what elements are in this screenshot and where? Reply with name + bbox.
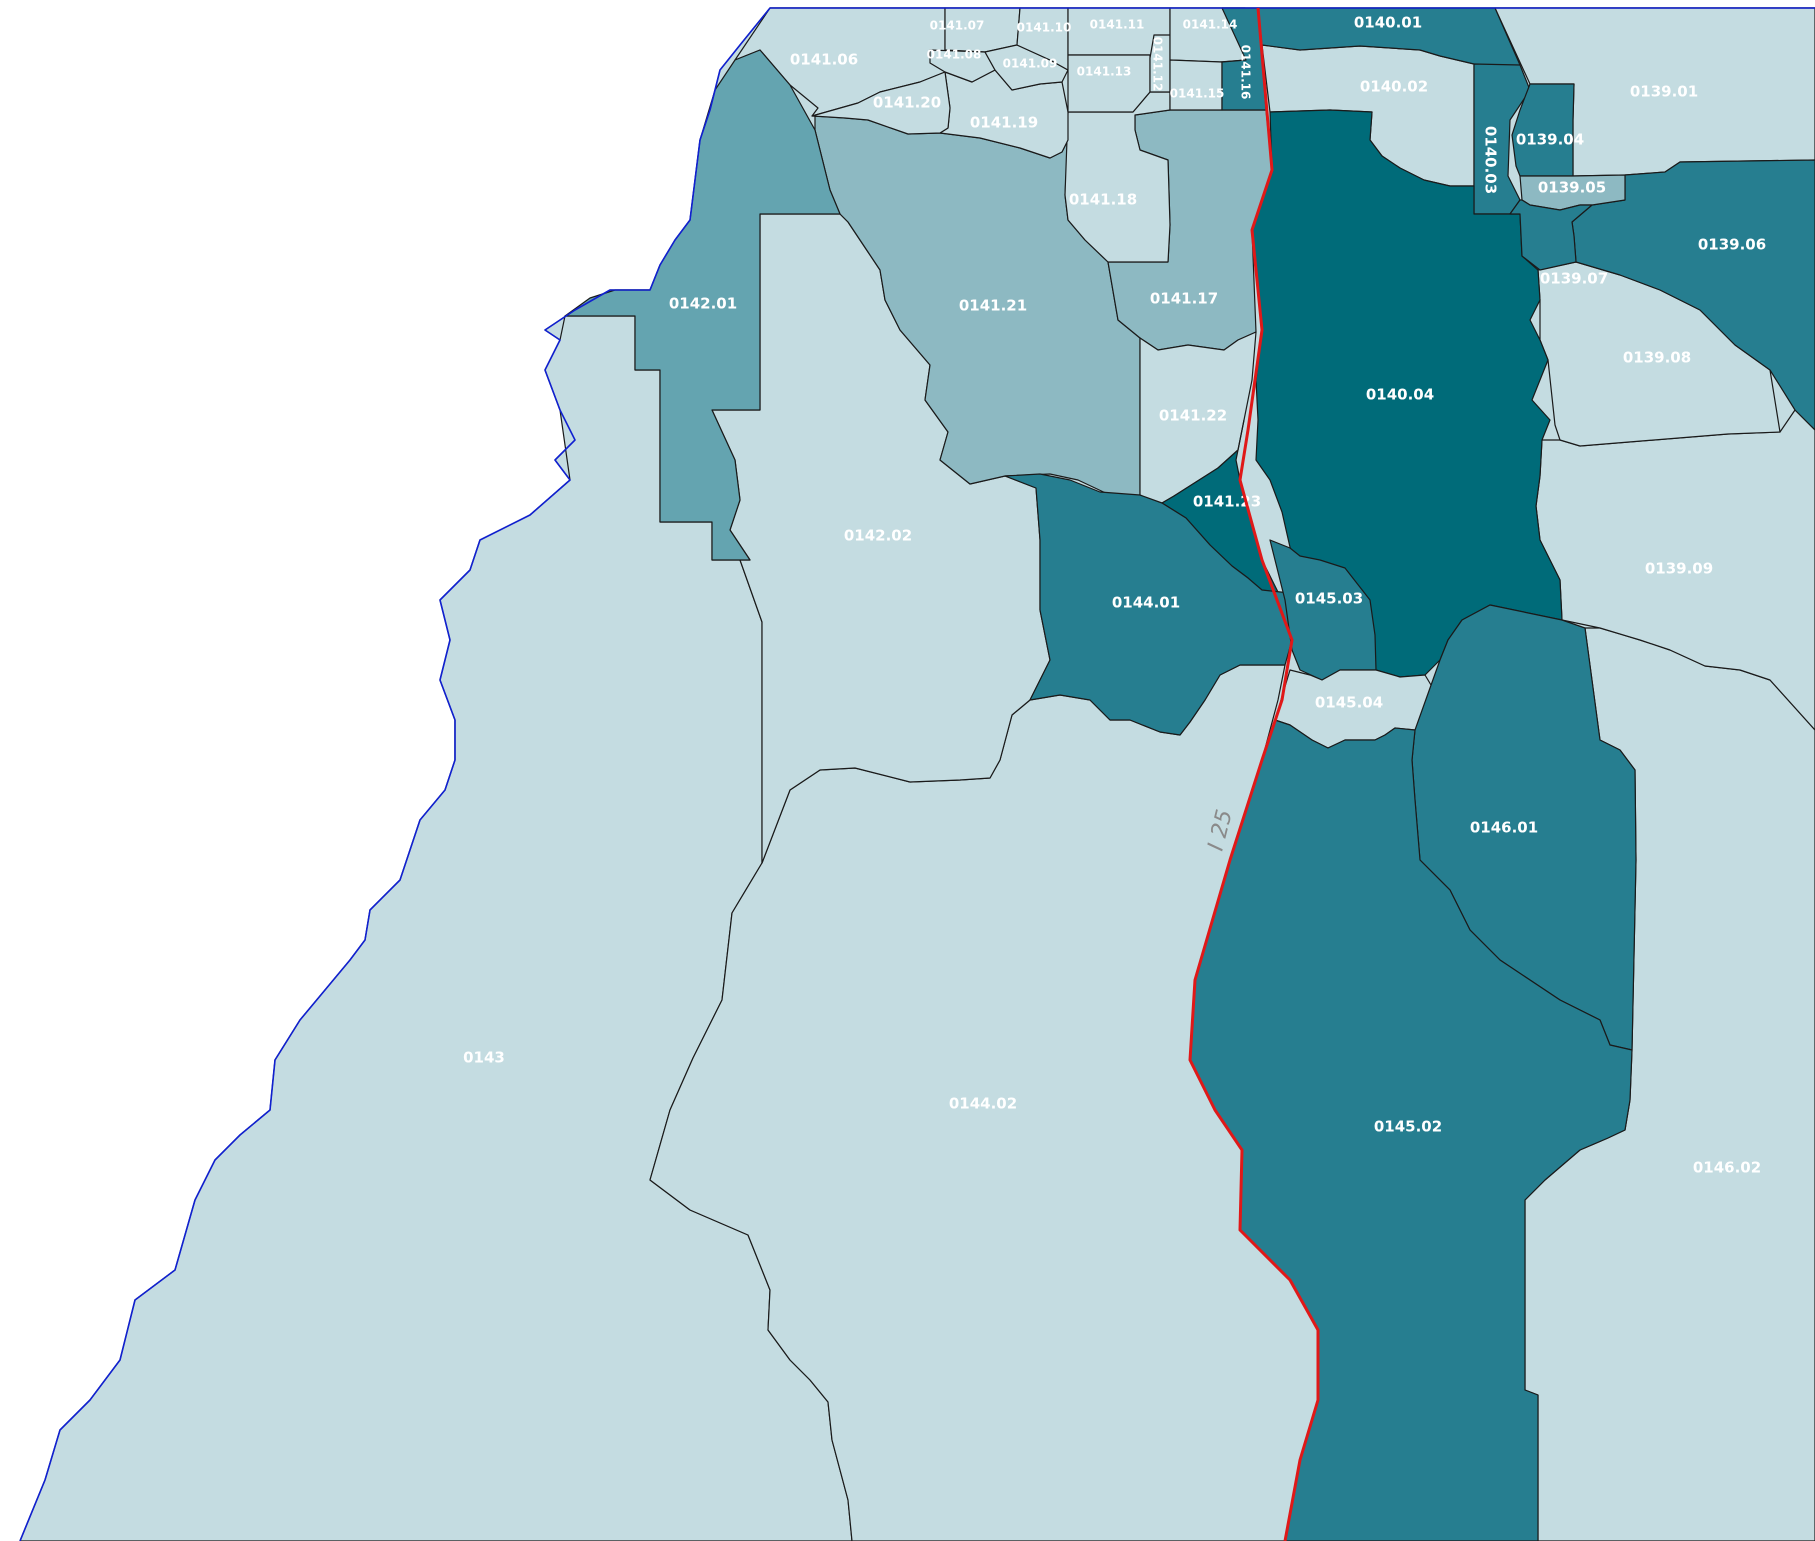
- tract-0141-13[interactable]: [1067, 54, 1151, 113]
- tract-label-0141-09: 0141.09: [1003, 57, 1058, 71]
- tract-label-0141-14: 0141.14: [1183, 18, 1238, 32]
- tract-label-0142-01: 0142.01: [669, 295, 737, 313]
- interstate-line: [1188, 7, 1320, 1541]
- tract-label-0145-03: 0145.03: [1295, 590, 1363, 608]
- tract-label-0146-02: 0146.02: [1693, 1159, 1761, 1177]
- tract-label-0141-08: 0141.08: [927, 48, 982, 62]
- tract-label-0141-13: 0141.13: [1077, 65, 1132, 79]
- tract-label-0140-02: 0140.02: [1360, 78, 1428, 96]
- tract-0140-04[interactable]: [1251, 109, 1563, 678]
- tract-label-0141-20: 0141.20: [873, 94, 941, 112]
- tract-label-0146-01: 0146.01: [1470, 819, 1538, 837]
- tract-label-0143: 0143: [463, 1049, 505, 1067]
- tract-label-0144-01: 0144.01: [1112, 594, 1180, 612]
- tract-label-0139-09: 0139.09: [1645, 560, 1713, 578]
- tract-0144-01[interactable]: [1004, 473, 1293, 736]
- tract-label-0142-02: 0142.02: [844, 527, 912, 545]
- tract-label-0141-07: 0141.07: [930, 19, 985, 33]
- tract-label-0141-18: 0141.18: [1069, 191, 1137, 209]
- tract-label-0141-16: 0141.16: [1239, 45, 1253, 100]
- tract-label-0141-22: 0141.22: [1159, 407, 1227, 425]
- tract-label-0145-04: 0145.04: [1315, 694, 1383, 712]
- tract-label-0139-06: 0139.06: [1698, 236, 1766, 254]
- tract-0141-12[interactable]: [1149, 34, 1171, 93]
- tract-label-0144-02: 0144.02: [949, 1095, 1017, 1113]
- tract-label-0141-06: 0141.06: [790, 51, 858, 69]
- tract-label-0141-21: 0141.21: [959, 297, 1027, 315]
- tract-label-0141-12: 0141.12: [1151, 37, 1165, 92]
- tract-label-0139-04: 0139.04: [1516, 131, 1584, 149]
- tract-label-0139-05: 0139.05: [1538, 179, 1606, 197]
- tract-label-0139-01: 0139.01: [1630, 83, 1698, 101]
- tract-label-0139-07: 0139.07: [1540, 270, 1608, 288]
- tract-label-0140-03: 0140.03: [1482, 126, 1500, 194]
- county-boundary: [19, 7, 1815, 1541]
- tract-label-0141-15: 0141.15: [1170, 87, 1225, 101]
- tract-label-0140-01: 0140.01: [1354, 14, 1422, 32]
- tract-label-0141-10: 0141.10: [1017, 21, 1072, 35]
- tract-label-0141-19: 0141.19: [970, 114, 1038, 132]
- tract-label-0141-17: 0141.17: [1150, 290, 1218, 308]
- tract-label-0141-23: 0141.23: [1193, 493, 1261, 511]
- tract-0145-03[interactable]: [1269, 539, 1377, 681]
- tract-label-0140-04: 0140.04: [1366, 386, 1434, 404]
- tract-0139-07[interactable]: [1509, 199, 1593, 271]
- tract-0141-15[interactable]: [1169, 59, 1223, 111]
- tract-label-0145-02: 0145.02: [1374, 1118, 1442, 1136]
- tract-0141-20[interactable]: [811, 71, 951, 135]
- tract-label-0139-08: 0139.08: [1623, 349, 1691, 367]
- tract-label-0141-11: 0141.11: [1090, 18, 1145, 32]
- tract-0140-01[interactable]: [1257, 7, 1521, 67]
